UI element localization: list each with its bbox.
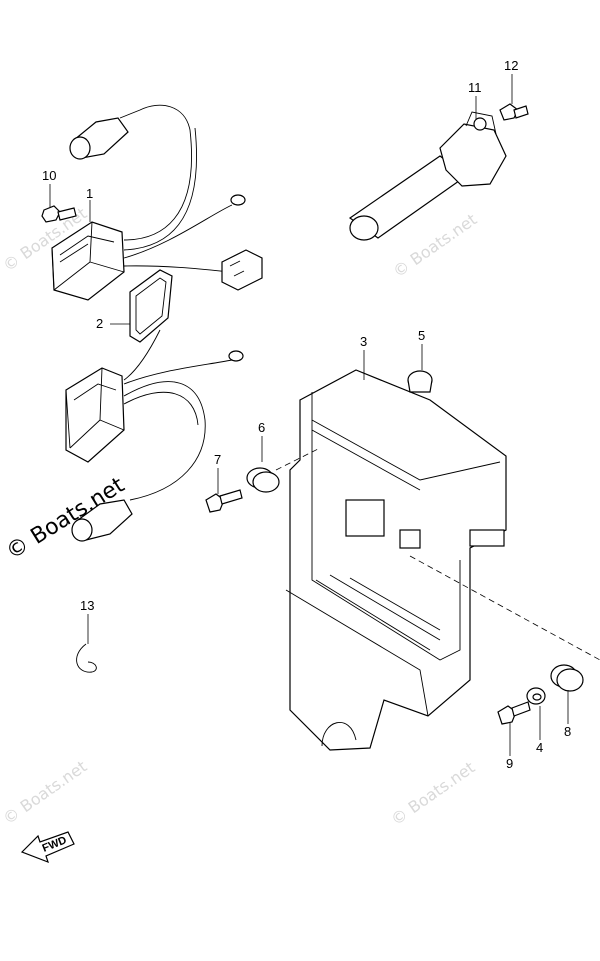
rectifier-upper [51, 104, 263, 301]
gasket [129, 269, 173, 343]
callout-13: 13 [80, 598, 94, 613]
electrical-box [285, 369, 507, 751]
watermark-bottom-right: © Boats.net [387, 758, 478, 830]
callout-8: 8 [564, 724, 571, 739]
grommet-5 [407, 370, 433, 393]
callout-7: 7 [214, 452, 221, 467]
leader-lines [49, 74, 569, 756]
grommet-8 [550, 664, 584, 692]
bolt-9 [497, 701, 531, 725]
rectifier-lower [65, 329, 244, 542]
callout-12: 12 [504, 58, 518, 73]
callout-4: 4 [536, 740, 543, 755]
fwd-arrow-icon: FWD [20, 831, 75, 864]
callout-1: 1 [86, 186, 93, 201]
bolt-7 [205, 489, 243, 513]
bolt-12 [499, 103, 529, 121]
callout-10: 10 [42, 168, 56, 183]
callout-6: 6 [258, 420, 265, 435]
callout-5: 5 [418, 328, 425, 343]
bolt-10 [41, 205, 77, 223]
callout-2: 2 [96, 316, 103, 331]
callout-3: 3 [360, 334, 367, 349]
callout-11: 11 [468, 80, 482, 95]
ignition-coil [348, 111, 507, 241]
callout-9: 9 [506, 756, 513, 771]
callout-numbers: 1 2 3 4 5 6 7 8 9 10 11 12 13 [42, 58, 571, 771]
grommet-6 [246, 467, 280, 493]
washer-4 [526, 687, 546, 705]
watermark-bottom-left: © Boats.net [0, 757, 90, 829]
clip-13 [76, 643, 97, 673]
